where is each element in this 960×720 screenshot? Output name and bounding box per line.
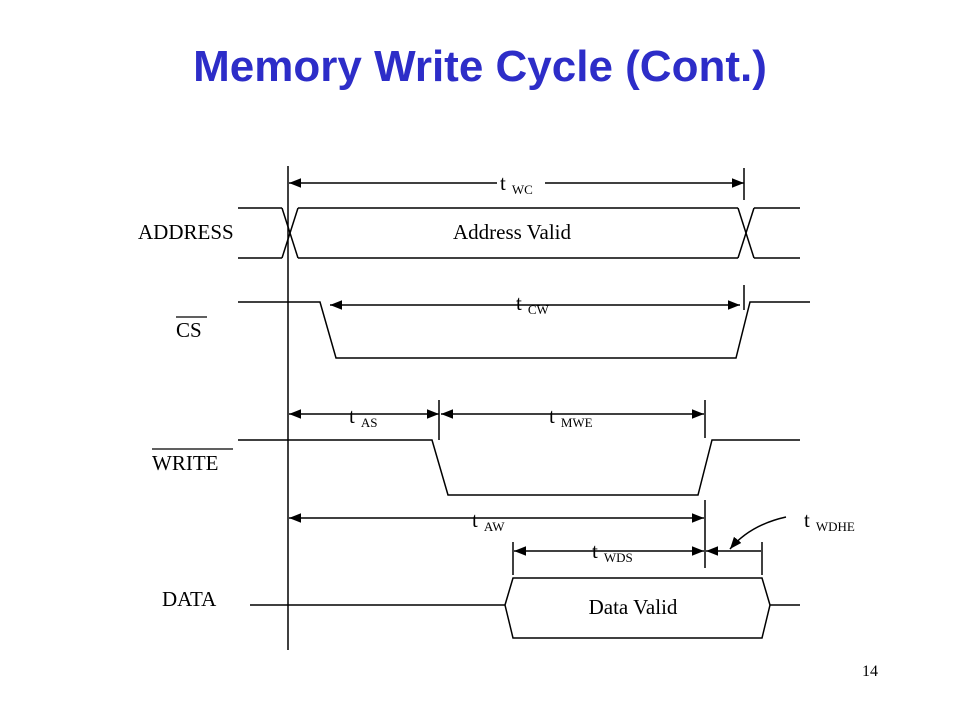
signal-label-address: ADDRESS xyxy=(138,220,234,244)
twc-label: t WC xyxy=(500,171,533,197)
tcw-label: t CW xyxy=(516,291,550,317)
tas-label: t AS xyxy=(349,404,377,430)
page-number: 14 xyxy=(862,663,878,680)
write-waveform xyxy=(238,400,800,568)
signal-label-write: WRITE xyxy=(152,451,218,475)
taw-label: t AW xyxy=(472,508,505,534)
tmwe-label: t MWE xyxy=(549,404,593,430)
twc-label-bg xyxy=(497,168,545,194)
twdhe-label: t WDHE xyxy=(804,508,855,534)
signal-label-cs: CS xyxy=(176,318,202,342)
twds-label: t WDS xyxy=(592,539,633,565)
cs-waveform xyxy=(238,285,810,359)
twdhe-pointer xyxy=(729,516,787,550)
signal-label-data: DATA xyxy=(162,587,217,611)
slide-title: Memory Write Cycle (Cont.) xyxy=(193,42,767,91)
data-waveform xyxy=(250,542,800,639)
data-valid-label: Data Valid xyxy=(589,595,678,619)
address-waveform xyxy=(238,207,800,259)
address-valid-label: Address Valid xyxy=(453,220,572,244)
